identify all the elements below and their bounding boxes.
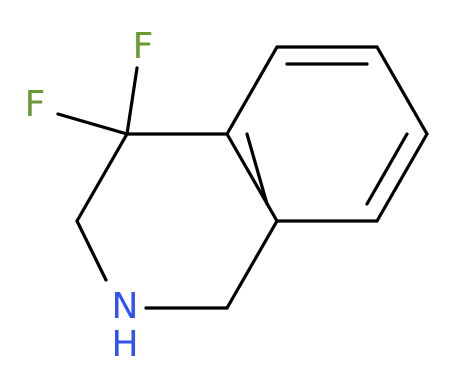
bond-c7-c8-inner	[365, 132, 409, 206]
atom-label-f1: F	[133, 26, 154, 67]
bond-c1-c8a	[225, 219, 279, 310]
atom-label-h: H	[111, 324, 138, 365]
atom-label-f2: F	[25, 84, 46, 125]
bond-c3-n	[75, 219, 108, 282]
bond-c4-f1	[125, 66, 139, 136]
bond-c8a-c4a-inner	[245, 132, 269, 206]
bond-c6-c7	[375, 45, 429, 136]
atom-label-n: N	[112, 286, 139, 327]
bond-c8a-c4a	[225, 132, 279, 223]
bond-c4-f2	[56, 112, 129, 136]
bond-group	[56, 45, 429, 310]
bond-c4-c3	[75, 132, 129, 223]
bond-c4a-c5	[225, 45, 279, 136]
bond-c7-c8	[375, 132, 429, 223]
